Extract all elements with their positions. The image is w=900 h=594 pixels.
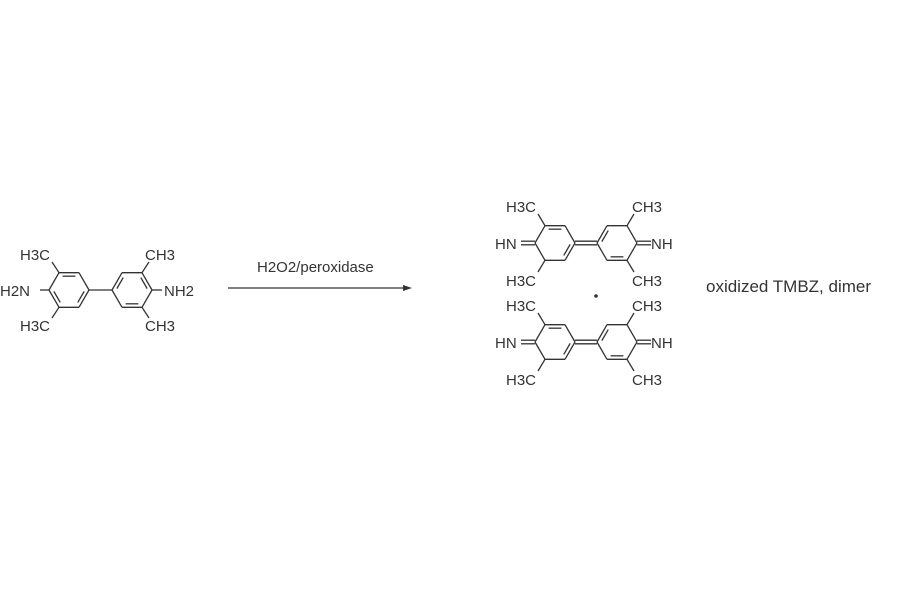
methyl-bond xyxy=(626,312,635,326)
methyl-label: H3C xyxy=(506,199,536,216)
ring-bond xyxy=(626,324,638,343)
ring-bond xyxy=(141,272,153,291)
double-bond xyxy=(53,291,61,303)
amine-label: H2N xyxy=(0,283,30,300)
methyl-bond xyxy=(626,259,635,273)
ring-bond xyxy=(111,272,123,291)
product-label: oxidized TMBZ, dimer xyxy=(706,277,871,296)
methyl-label: H3C xyxy=(20,318,50,335)
ring-bond xyxy=(534,242,546,261)
methyl-label: CH3 xyxy=(632,372,662,389)
methyl-bond xyxy=(537,312,546,326)
ring-bond xyxy=(534,341,546,360)
methyl-label: CH3 xyxy=(632,298,662,315)
methyl-label: CH3 xyxy=(632,199,662,216)
ring-bond xyxy=(534,225,546,244)
methyl-label: H3C xyxy=(20,247,50,264)
methyl-bond xyxy=(537,259,546,273)
double-bond xyxy=(563,244,571,256)
ring-bond xyxy=(111,289,123,308)
methyl-bond xyxy=(537,358,546,372)
double-bond xyxy=(601,329,609,341)
methyl-bond xyxy=(51,306,60,319)
ring-bond xyxy=(596,225,608,244)
methyl-bond xyxy=(626,213,635,227)
methyl-label: H3C xyxy=(506,273,536,290)
ring-bond xyxy=(78,289,90,308)
methyl-label: CH3 xyxy=(145,318,175,335)
methyl-bond xyxy=(626,358,635,372)
ring-bond xyxy=(564,341,576,360)
methyl-bond xyxy=(141,306,150,319)
ring-bond xyxy=(48,289,60,308)
methyl-bond xyxy=(141,261,150,274)
methyl-label: H3C xyxy=(506,372,536,389)
methyl-bond xyxy=(537,213,546,227)
ring-bond xyxy=(141,289,153,308)
ring-bond xyxy=(78,272,90,291)
ring-bond xyxy=(626,242,638,261)
imine-label: HN xyxy=(495,335,517,352)
double-bond xyxy=(563,343,571,355)
arrow-head xyxy=(403,285,412,291)
amine-label: NH2 xyxy=(164,283,194,300)
ring-bond xyxy=(48,272,60,291)
ring-bond xyxy=(626,225,638,244)
dimer-dot xyxy=(594,294,598,298)
methyl-bond xyxy=(51,261,60,274)
double-bond xyxy=(116,277,124,289)
ring-bond xyxy=(596,341,608,360)
ring-bond xyxy=(564,324,576,343)
double-bond xyxy=(601,230,609,242)
ring-bond xyxy=(596,324,608,343)
ring-bond xyxy=(564,242,576,261)
methyl-label: H3C xyxy=(506,298,536,315)
double-bond xyxy=(77,291,85,303)
ring-bond xyxy=(534,324,546,343)
ring-bond xyxy=(564,225,576,244)
ring-bond xyxy=(596,242,608,261)
ring-bond xyxy=(626,341,638,360)
imine-label: NH xyxy=(651,335,673,352)
reagent-label: H2O2/peroxidase xyxy=(257,259,374,276)
methyl-label: CH3 xyxy=(632,273,662,290)
methyl-label: CH3 xyxy=(145,247,175,264)
double-bond xyxy=(140,277,148,289)
imine-label: HN xyxy=(495,236,517,253)
imine-label: NH xyxy=(651,236,673,253)
